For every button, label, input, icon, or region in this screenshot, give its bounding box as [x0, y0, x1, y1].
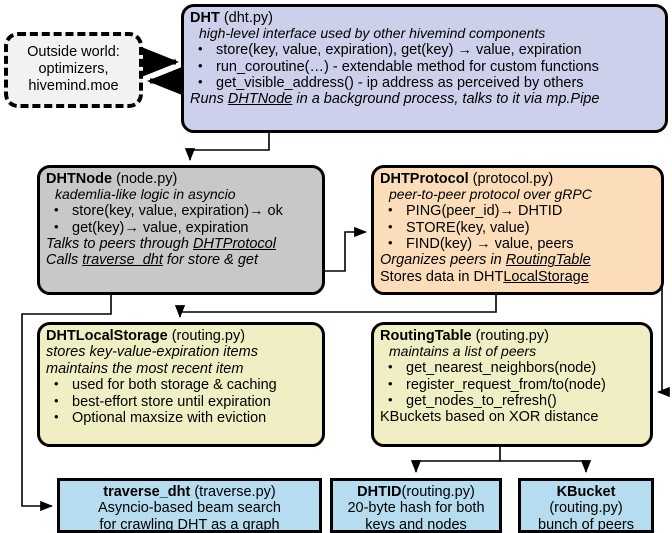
dht-footer-link-dhtnode: DHTNode: [227, 91, 293, 108]
dhtnode-module: (node.py): [112, 171, 178, 187]
dhtprotocol-class-name: DHTProtocol: [380, 171, 469, 187]
traverse-dht-func-name: traverse_dht: [103, 484, 191, 500]
dhtprotocol-footer-2: Stores data in DHTLocalStorage: [380, 269, 655, 285]
dhtnode-box: DHTNode (node.py) kademlia-like logic in…: [37, 165, 325, 295]
dht-footer: Runs DHTNode in a background process, ta…: [190, 91, 659, 107]
dht-footer-pre: Runs: [190, 91, 228, 108]
dhtlocalstorage-bullet-3: Optional maxsize with eviction: [46, 410, 316, 426]
dhtlocalstorage-subtitle-2: maintains the most recent item: [46, 360, 244, 377]
wire-dht-to-dhtnode: [184, 133, 270, 161]
dhtnode-footer-2-post: for store & get: [162, 252, 258, 269]
traverse-dht-title: traverse_dht (traverse.py): [66, 484, 313, 500]
dhtlocalstorage-module: (routing.py): [167, 328, 246, 344]
dhtid-title: DHTID(routing.py): [339, 484, 493, 500]
dhtprotocol-bullet-2: STORE(key, value): [380, 220, 655, 236]
dhtprotocol-title: DHTProtocol (protocol.py): [380, 171, 655, 187]
kbucket-module: (routing.py): [549, 500, 623, 517]
traverse-dht-line-1: Asyncio-based beam search: [98, 500, 281, 517]
dhtid-class-name: DHTID: [357, 484, 402, 500]
kbucket-class-name: KBucket: [556, 484, 616, 500]
dhtprotocol-subtitle: peer-to-peer protocol over gRPC: [389, 186, 592, 203]
routingtable-subtitle: maintains a list of peers: [389, 343, 537, 360]
dhtprotocol-footer-link-routingtable: RoutingTable: [505, 252, 591, 269]
outside-world-line-3: hivemind.moe: [28, 78, 119, 95]
dhtnode-footer-link-dhtprotocol: DHTProtocol: [192, 235, 276, 252]
outside-world-box: Outside world: optimizers, hivemind.moe: [4, 32, 143, 108]
traverse-dht-module: (traverse.py): [190, 484, 276, 500]
dhtnode-subtitle: kademlia-like logic in asyncio: [55, 186, 236, 203]
dhtlocalstorage-bullet-list: used for both storage & caching best-eff…: [46, 377, 316, 426]
dhtid-line-1: 20-byte hash for both: [347, 500, 485, 517]
dht-bullet-3: get_visible_address() - ip address as pe…: [190, 75, 659, 91]
dhtprotocol-footer-2-pre: Stores data in DHT: [380, 268, 504, 285]
dhtnode-footer-link-traverse-dht: traverse_dht: [82, 252, 163, 269]
dhtprotocol-bullet-3: FIND(key) → value, peers: [380, 236, 655, 252]
dhtnode-bullet-list: store(key, value, expiration)→ ok get(ke…: [46, 203, 316, 236]
dhtprotocol-bullet-list: PING(peer_id)→ DHTID STORE(key, value) F…: [380, 203, 655, 252]
dhtnode-title: DHTNode (node.py): [46, 171, 316, 187]
outside-world-line-2: optimizers,: [38, 60, 109, 77]
dhtnode-footer-1-pre: Talks to peers through: [46, 235, 193, 252]
dhtlocalstorage-class-name: DHTLocalStorage: [46, 328, 168, 344]
dhtlocalstorage-box: DHTLocalStorage (routing.py) stores key-…: [37, 322, 325, 447]
dht-bullet-2: run_coroutine(…) - extendable method for…: [190, 59, 659, 75]
dhtnode-class-name: DHTNode: [46, 171, 113, 187]
traverse-dht-box: traverse_dht (traverse.py) Asyncio-based…: [57, 478, 322, 533]
dhtnode-footer-1: Talks to peers through DHTProtocol: [46, 236, 316, 252]
dhtid-module: (routing.py): [401, 484, 475, 500]
wire-dhtnode-to-dhtprotocol: [320, 226, 367, 279]
dhtlocalstorage-bullet-1: used for both storage & caching: [46, 377, 316, 393]
dht-class-name: DHT: [190, 10, 220, 26]
kbucket-title: KBucket: [527, 484, 645, 500]
kbucket-line-1: bunch of peers: [538, 516, 634, 533]
dhtprotocol-footer-1: Organizes peers in RoutingTable: [380, 252, 655, 268]
routingtable-bullet-list: get_nearest_neighbors(node) register_req…: [380, 360, 644, 409]
dhtid-box: DHTID(routing.py) 20-byte hash for both …: [330, 478, 502, 533]
routingtable-module: (routing.py): [471, 328, 549, 344]
dhtlocalstorage-bullet-2: best-effort store until expiration: [46, 394, 316, 410]
dhtprotocol-bullet-1: PING(peer_id)→ DHTID: [380, 203, 655, 219]
dhtprotocol-footer-link-localstorage: LocalStorage: [503, 268, 589, 285]
routingtable-footer: KBuckets based on XOR distance: [380, 409, 599, 426]
dht-subtitle: high-level interface used by other hivem…: [199, 25, 546, 42]
dhtnode-footer-2: Calls traverse_dht for store & get: [46, 252, 316, 268]
routingtable-class-name: RoutingTable: [380, 328, 472, 344]
dhtnode-footer-2-pre: Calls: [46, 252, 83, 269]
routingtable-bullet-2: register_request_from/to(node): [380, 377, 644, 393]
dht-bullet-list: store(key, value, expiration), get(key) …: [190, 42, 659, 91]
dht-bullet-1: store(key, value, expiration), get(key) …: [190, 42, 659, 58]
dhtid-line-2: keys and nodes: [365, 516, 467, 533]
traverse-dht-line-2: for crawling DHT as a graph: [99, 516, 280, 533]
routingtable-bullet-1: get_nearest_neighbors(node): [380, 360, 644, 376]
dhtlocalstorage-subtitle-1: stores key-value-expiration items: [46, 344, 258, 361]
dht-module: (dht.py): [219, 10, 273, 26]
outside-world-line-1: Outside world:: [27, 43, 120, 60]
dhtnode-bullet-2: get(key)→ value, expiration: [46, 220, 316, 236]
routingtable-box: RoutingTable (routing.py) maintains a li…: [371, 322, 653, 447]
dht-title: DHT (dht.py): [190, 10, 659, 26]
kbucket-box: KBucket (routing.py) bunch of peers: [518, 478, 654, 533]
wire-dhtprotocol-to-localstorage: [174, 295, 497, 318]
wire-outside-to-dht: [138, 45, 188, 98]
dht-footer-post: in a background process, talks to it via…: [292, 91, 600, 108]
routingtable-bullet-3: get_nodes_to_refresh(): [380, 393, 644, 409]
dhtnode-bullet-1: store(key, value, expiration)→ ok: [46, 203, 316, 219]
dhtprotocol-box: DHTProtocol (protocol.py) peer-to-peer p…: [371, 165, 664, 295]
dhtlocalstorage-title: DHTLocalStorage (routing.py): [46, 328, 316, 344]
dhtprotocol-module: (protocol.py): [468, 171, 554, 187]
dhtprotocol-footer-1-pre: Organizes peers in: [380, 252, 506, 269]
dht-box: DHT (dht.py) high-level interface used b…: [181, 4, 668, 133]
routingtable-title: RoutingTable (routing.py): [380, 328, 644, 344]
wire-routingtable-to-leaves: [410, 447, 592, 473]
